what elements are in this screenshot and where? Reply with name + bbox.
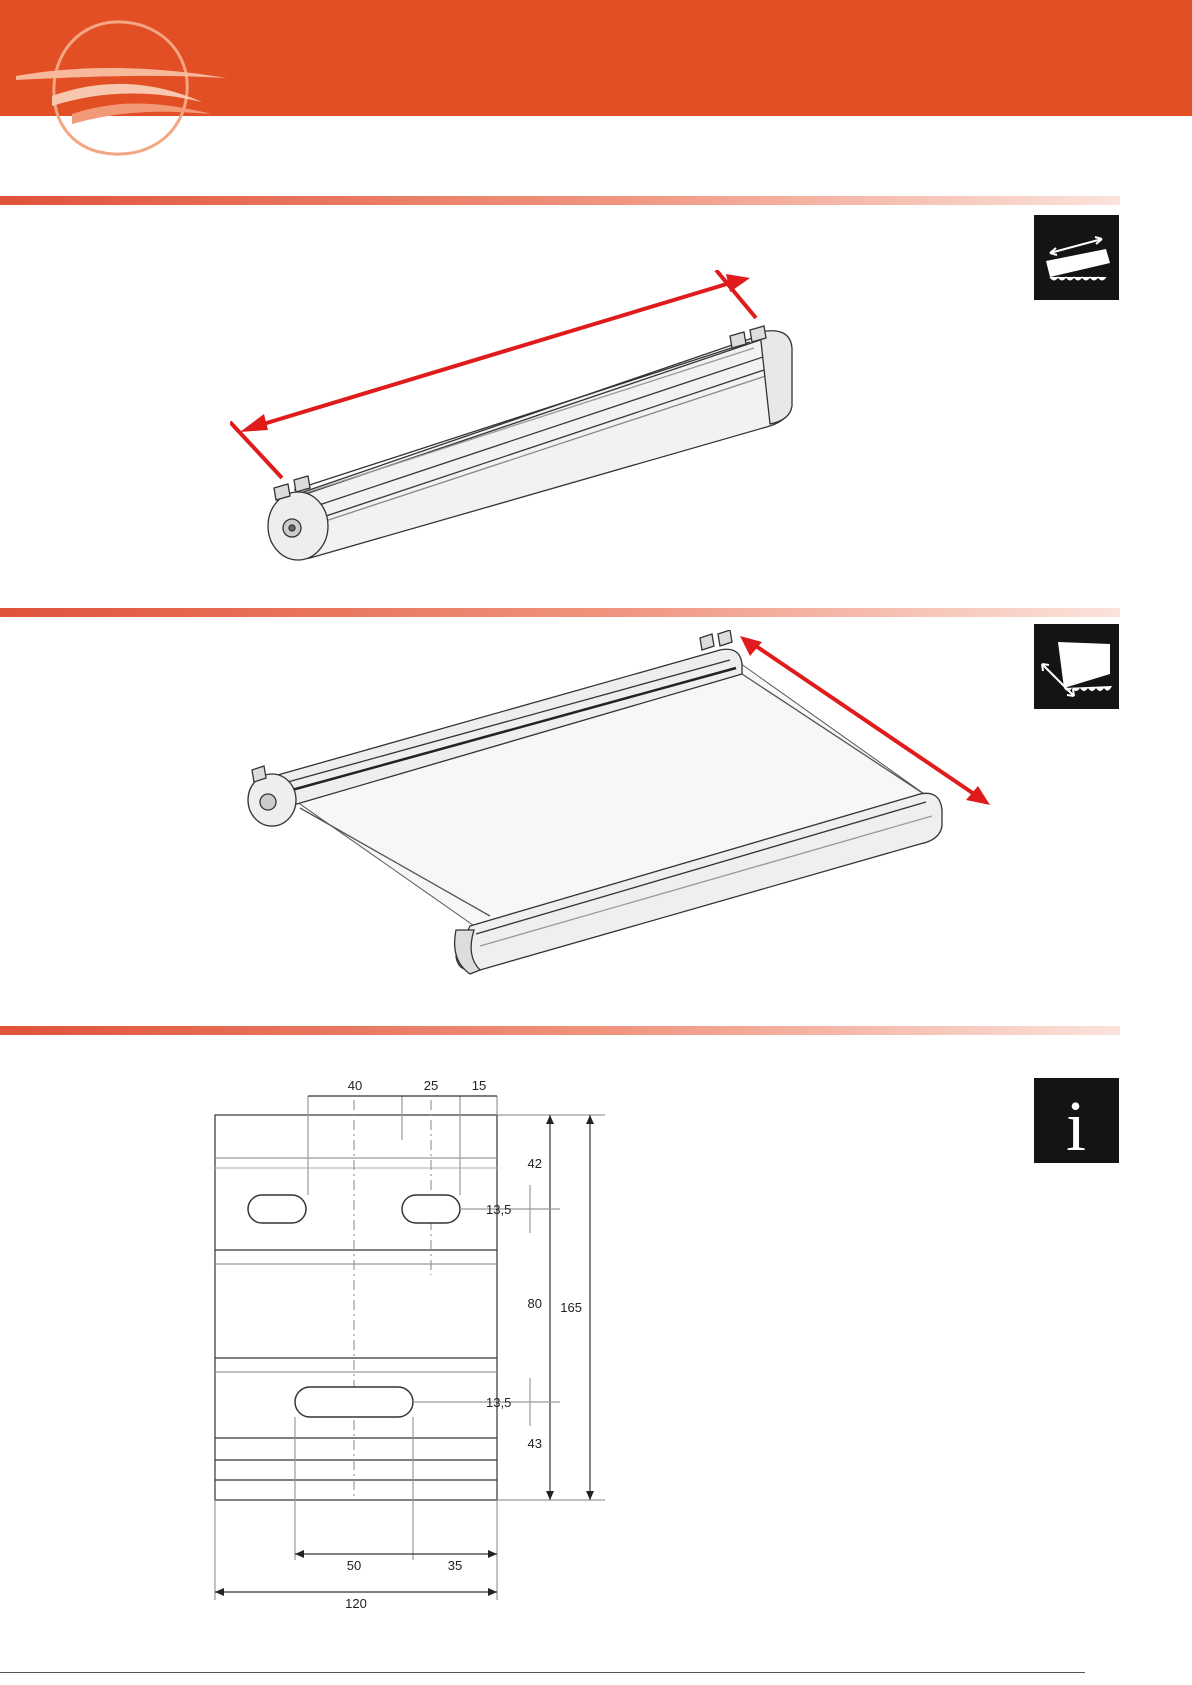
extended-awning-projection-drawing bbox=[230, 630, 1010, 980]
dim-slot-upper: 13,5 bbox=[486, 1202, 511, 1217]
awning-width-icon bbox=[1034, 215, 1119, 300]
dim-bottom-120: 120 bbox=[345, 1596, 367, 1611]
section-rule-width bbox=[0, 196, 1120, 205]
footer-rule bbox=[0, 1672, 1085, 1673]
dim-right-43: 43 bbox=[528, 1436, 542, 1451]
dim-top-15: 15 bbox=[472, 1078, 486, 1093]
section-rule-projection bbox=[0, 608, 1120, 617]
awning-projection-icon bbox=[1034, 624, 1119, 709]
dim-right-42: 42 bbox=[528, 1156, 542, 1171]
dim-bottom-50: 50 bbox=[347, 1558, 361, 1573]
dim-top-25: 25 bbox=[424, 1078, 438, 1093]
info-icon: i bbox=[1034, 1078, 1119, 1163]
bracket-dimension-drawing: 40 25 15 42 80 43 165 13,5 13,5 50 35 12… bbox=[190, 1040, 630, 1620]
dim-right-165: 165 bbox=[560, 1300, 582, 1315]
brand-logo bbox=[12, 14, 232, 164]
section-rule-bracket bbox=[0, 1026, 1120, 1035]
dim-right-80: 80 bbox=[528, 1296, 542, 1311]
dim-bottom-35: 35 bbox=[448, 1558, 462, 1573]
closed-awning-width-drawing bbox=[230, 270, 850, 570]
dim-top-40: 40 bbox=[348, 1078, 362, 1093]
dim-slot-lower: 13,5 bbox=[486, 1395, 511, 1410]
info-glyph: i bbox=[1066, 1086, 1086, 1163]
